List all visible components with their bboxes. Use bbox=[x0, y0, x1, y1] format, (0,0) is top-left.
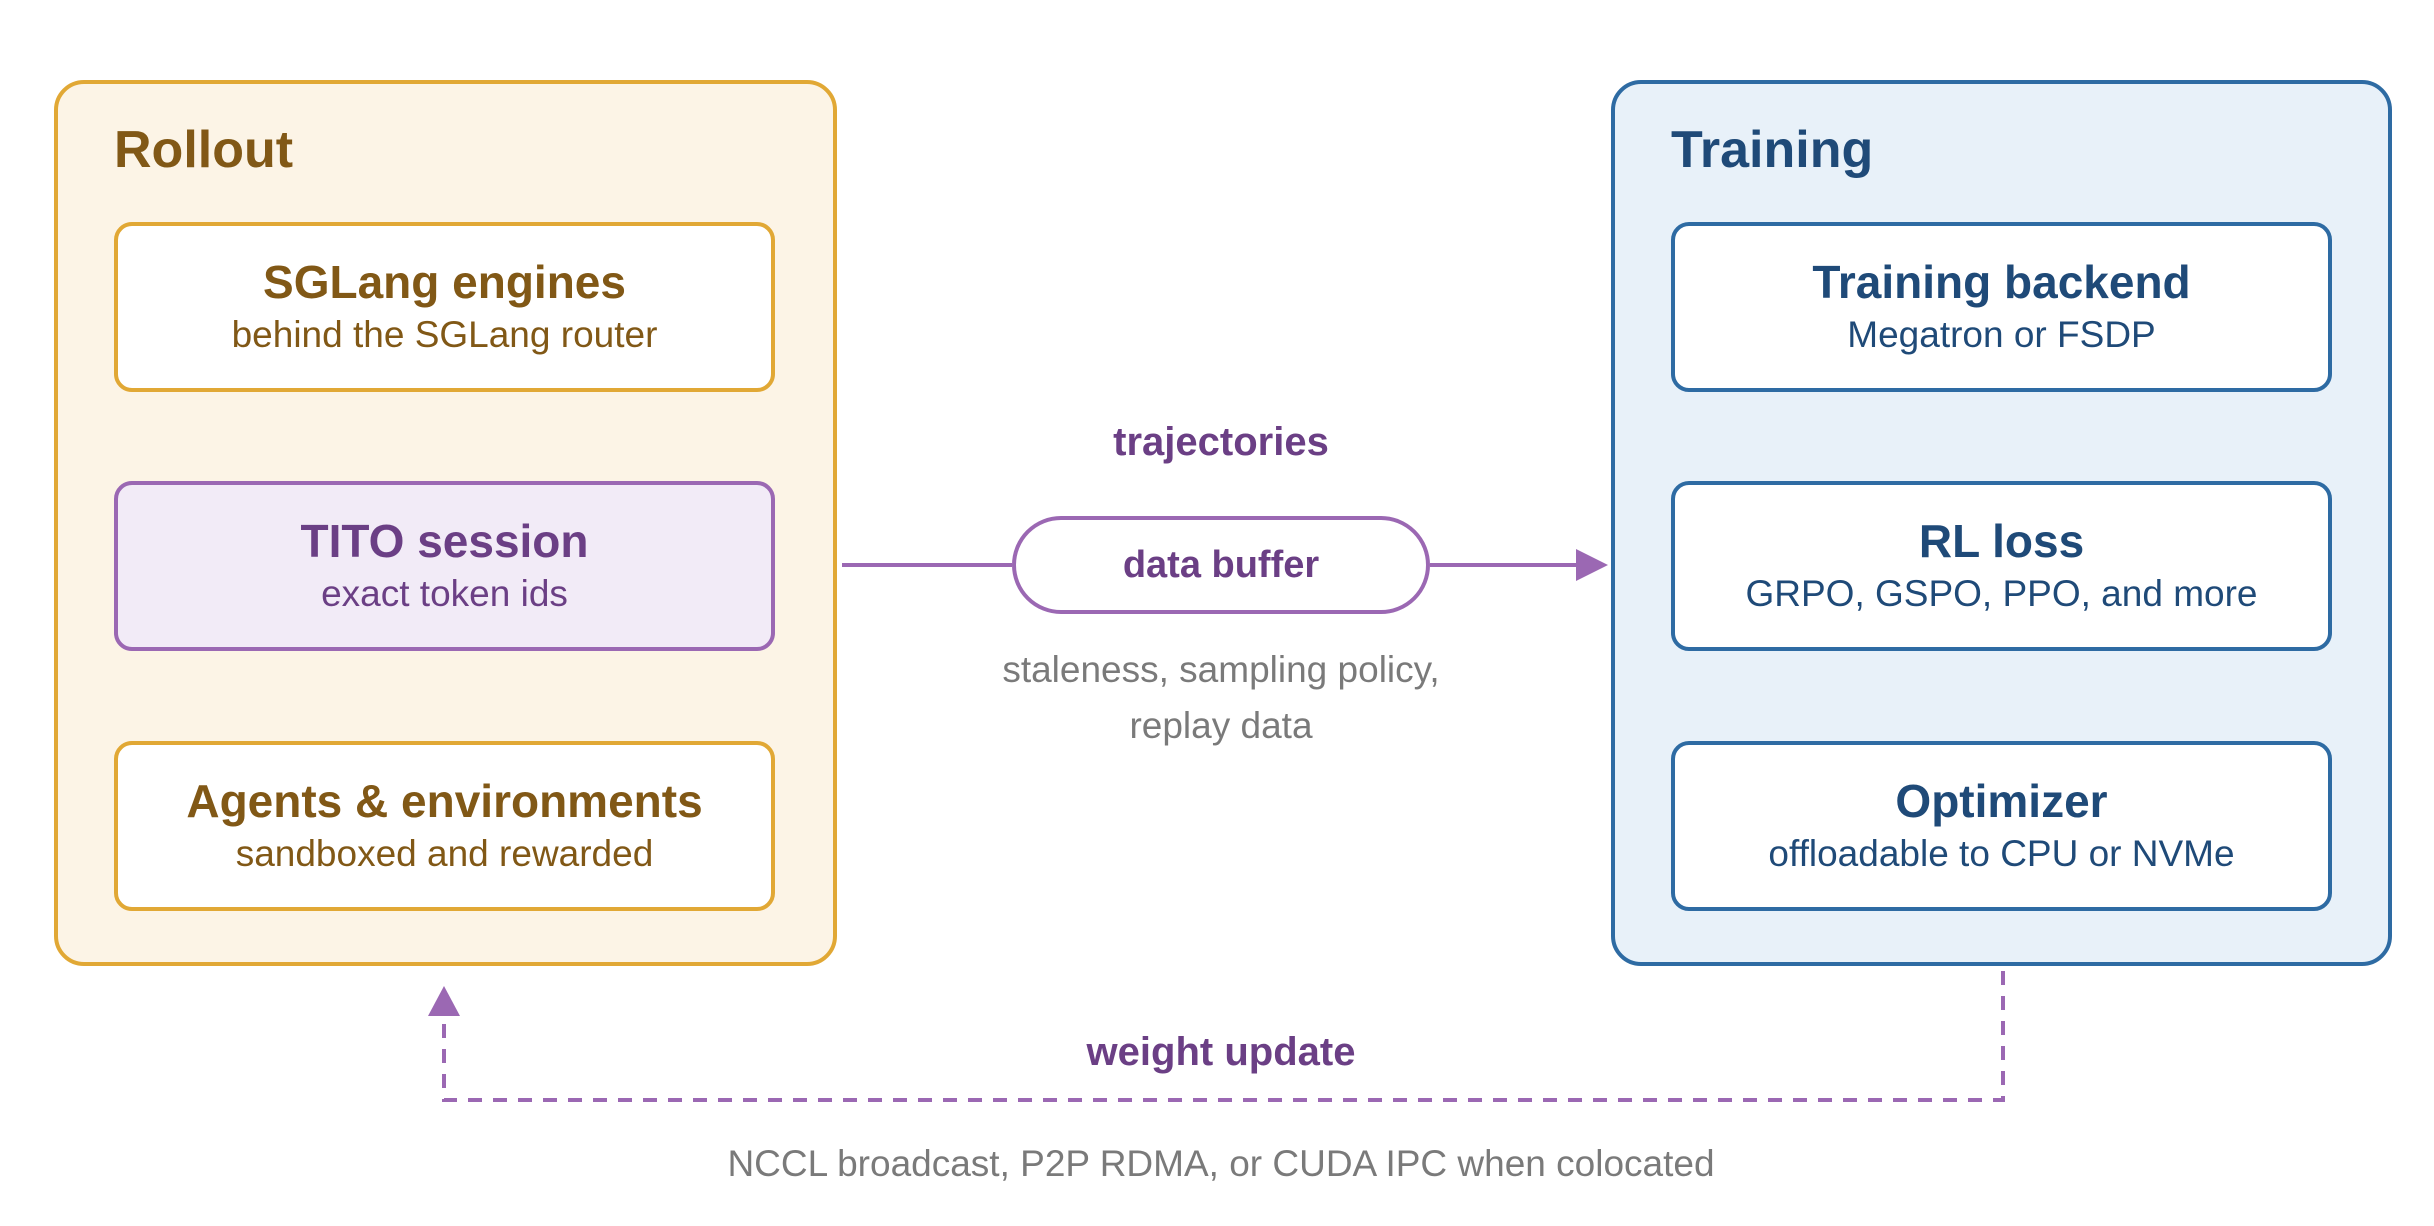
weight-update-note: NCCL broadcast, P2P RDMA, or CUDA IPC wh… bbox=[727, 1143, 1715, 1184]
agents-environments-title: Agents & environments bbox=[186, 775, 703, 828]
sglang-engines-box: SGLang engines behind the SGLang router bbox=[114, 222, 775, 392]
agents-environments-box: Agents & environments sandboxed and rewa… bbox=[114, 741, 775, 911]
optimizer-box: Optimizer offloadable to CPU or NVMe bbox=[1671, 741, 2332, 911]
training-title: Training bbox=[1671, 121, 1874, 179]
buffer-note-line-2: replay data bbox=[1129, 704, 1313, 746]
training-backend-subtitle: Megatron or FSDP bbox=[1847, 314, 2156, 356]
training-backend-box: Training backend Megatron or FSDP bbox=[1671, 222, 2332, 392]
sglang-engines-subtitle: behind the SGLang router bbox=[231, 314, 658, 356]
optimizer-title: Optimizer bbox=[1895, 775, 2108, 828]
rl-loss-title: RL loss bbox=[1918, 515, 2085, 568]
trajectory-arrow bbox=[842, 549, 1608, 581]
weight-update-arrow bbox=[428, 971, 2005, 1102]
rollout-title: Rollout bbox=[114, 121, 294, 179]
training-backend-title: Training backend bbox=[1812, 256, 2191, 309]
tito-session-subtitle: exact token ids bbox=[321, 573, 568, 615]
trajectories-label: trajectories bbox=[1113, 420, 1329, 464]
rl-loss-box: RL loss GRPO, GSPO, PPO, and more bbox=[1671, 481, 2332, 651]
optimizer-subtitle: offloadable to CPU or NVMe bbox=[1768, 833, 2235, 875]
buffer-note-line-1: staleness, sampling policy, bbox=[1002, 649, 1440, 690]
weight-update-label: weight update bbox=[1086, 1030, 1356, 1074]
sglang-engines-title: SGLang engines bbox=[263, 256, 626, 309]
tito-session-box: TITO session exact token ids bbox=[114, 481, 775, 651]
rl-loss-subtitle: GRPO, GSPO, PPO, and more bbox=[1745, 573, 2258, 615]
data-buffer-node: data buffer bbox=[1012, 516, 1430, 614]
buffer-notes: staleness, sampling policy, replay data bbox=[921, 642, 1521, 753]
tito-session-title: TITO session bbox=[300, 515, 589, 568]
agents-environments-subtitle: sandboxed and rewarded bbox=[235, 833, 654, 875]
